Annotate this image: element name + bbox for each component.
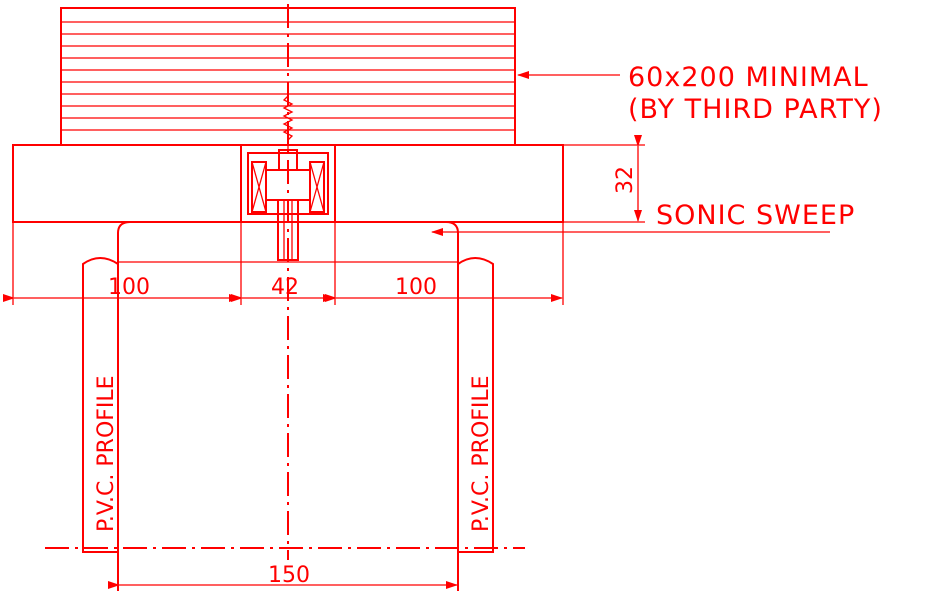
pvc-profile-right bbox=[457, 257, 494, 553]
pvc-profile-left bbox=[82, 257, 119, 553]
sweep-note: SONIC SWEEP bbox=[656, 200, 855, 231]
profile-label-left: P.V.C. PROFILE bbox=[94, 375, 119, 532]
dim-depth: 32 bbox=[613, 166, 638, 194]
beam-note-line1: 60x200 MINIMAL bbox=[628, 62, 869, 93]
dim-right-width: 100 bbox=[395, 275, 437, 300]
beam-note-line2: (BY THIRD PARTY) bbox=[628, 94, 883, 125]
dim-bottom-width: 150 bbox=[268, 563, 310, 588]
dimension-lines bbox=[3, 135, 645, 591]
dim-center-width: 42 bbox=[271, 275, 299, 300]
leader-lines bbox=[431, 71, 830, 236]
profile-label-right: P.V.C. PROFILE bbox=[469, 375, 494, 532]
dim-left-width: 100 bbox=[108, 275, 150, 300]
